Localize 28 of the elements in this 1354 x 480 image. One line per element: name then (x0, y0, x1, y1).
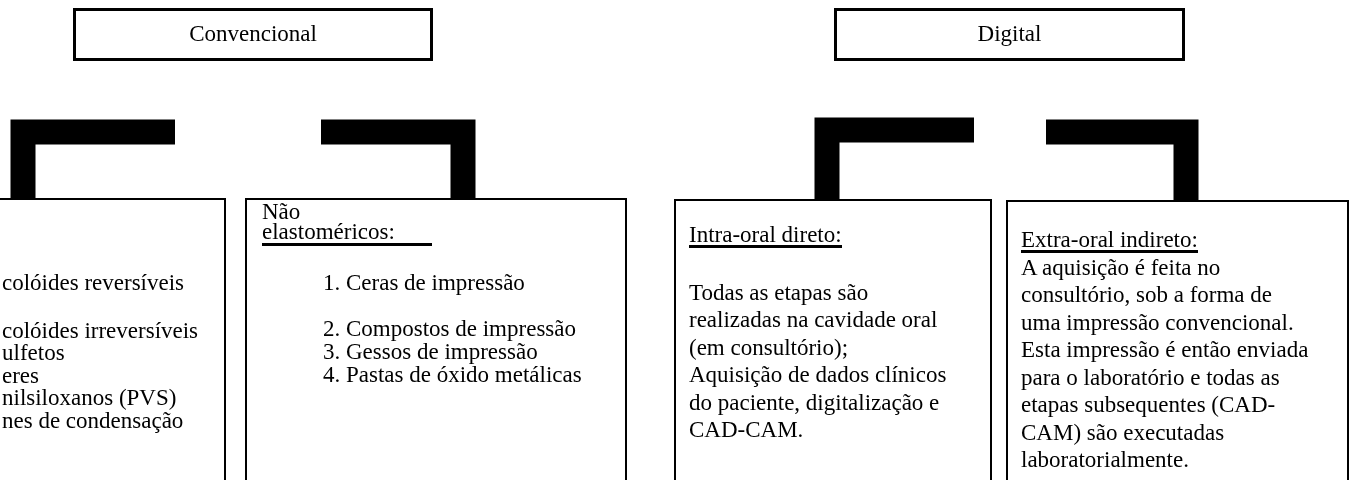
elbow-connector (1046, 119, 1199, 200)
content-box (0, 198, 226, 480)
list-item: ulfetos (2, 342, 66, 365)
list-item: colóides reversíveis (2, 272, 186, 295)
content-box (674, 199, 992, 480)
list-item: nilsiloxanos (PVS) (2, 387, 178, 410)
category-title: Digital (977, 20, 1042, 49)
list-item: colóides irreversíveis (2, 319, 200, 342)
elbow-connector (814, 117, 974, 199)
description-text: A aquisição é feita no consultório, sob a forma de uma impressão convencional. Esta impressão é então enviada para o laboratório e todas as etapas subsequentes (CAD-CAM) são executadas laboratorialmente. (1021, 253, 1310, 474)
content-box (1006, 200, 1349, 480)
description-text: Aquisição de dados clínicos do paciente, digitalização e CAD-CAM. (689, 361, 948, 444)
list-item: 1. Ceras de impressão (323, 271, 526, 294)
section-heading: Intra-oral direto: (689, 225, 842, 248)
section-heading: Não elastoméricos: (262, 202, 432, 246)
description-text: Todas as etapas são realizadas na cavidade oral (em consultório); (689, 278, 939, 361)
category-box (73, 8, 433, 61)
list-item: eres (2, 364, 41, 387)
list-item: nes de condensação (2, 409, 185, 432)
content-box (245, 198, 627, 480)
list-item: 4. Pastas de óxido metálicas (323, 363, 583, 386)
category-title: Convencional (189, 20, 317, 49)
elbow-connector (10, 119, 175, 198)
section-heading: Extra-oral indireto: (1021, 230, 1198, 253)
list-item: 2. Compostos de impressão (323, 317, 577, 340)
elbow-connector (321, 119, 476, 198)
category-box (834, 8, 1185, 61)
list-item: 3. Gessos de impressão (323, 340, 538, 363)
